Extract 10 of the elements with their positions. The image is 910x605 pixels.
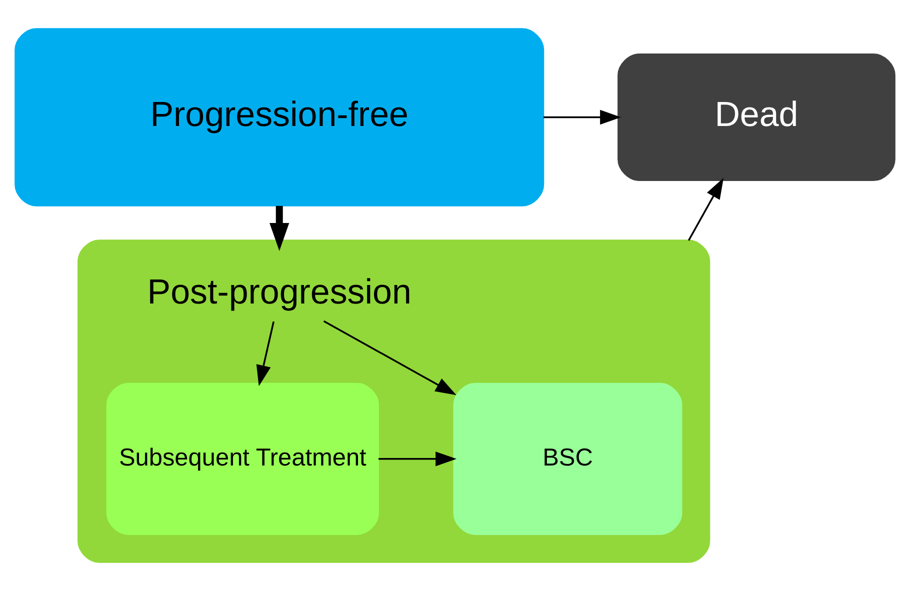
arrow (270, 206, 290, 252)
node-box: Dead (618, 53, 896, 182)
node-box: BSC (453, 382, 682, 535)
arrow (378, 452, 457, 466)
arrow (256, 321, 274, 386)
arrow (323, 320, 456, 396)
node-box: Subsequent Treatment (106, 382, 379, 535)
arrow (688, 178, 724, 241)
node-box: Progression-free (14, 28, 544, 206)
arrow (544, 110, 622, 125)
